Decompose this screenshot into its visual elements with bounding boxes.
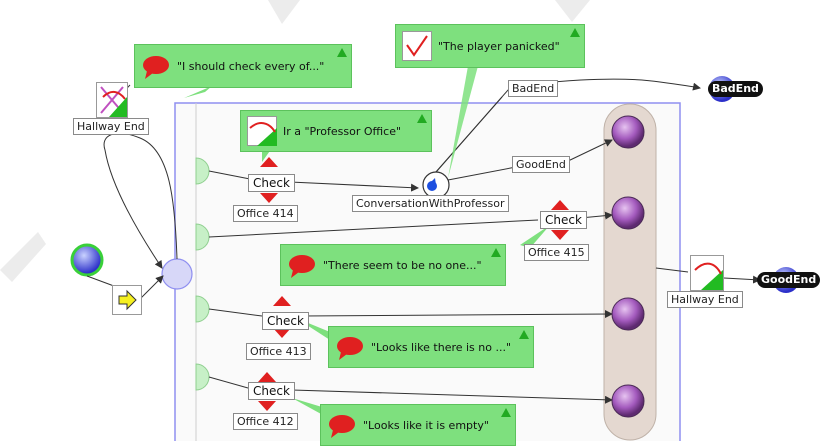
bubble-text: "Looks like there is no ..."	[371, 340, 512, 354]
bubble-text: "The player panicked"	[438, 39, 560, 53]
check-413[interactable]: Check	[262, 312, 309, 330]
door-icon	[247, 116, 277, 146]
speech-bubble-no-one[interactable]: "There seem to be no one..."	[280, 244, 506, 286]
office-415-label: Office 415	[524, 244, 589, 261]
hallway-end-icon[interactable]	[96, 82, 128, 118]
speech-bubble-panicked[interactable]: "The player panicked"	[395, 24, 585, 68]
speech-bubble-professor-office[interactable]: Ir a "Professor Office"	[240, 110, 432, 152]
check-arrows	[258, 157, 569, 411]
badend-edge-label: BadEnd	[508, 80, 559, 97]
start-arrow-icon[interactable]	[112, 285, 142, 315]
speech-icon	[143, 56, 169, 79]
goodend-node[interactable]: GoodEnd	[757, 272, 821, 288]
speech-icon	[329, 415, 355, 438]
entry-hub-node[interactable]	[161, 258, 193, 290]
decorative-shape	[0, 232, 46, 282]
conversation-label: ConversationWithProfessor	[352, 195, 509, 212]
exit-node-column	[603, 103, 657, 441]
check-414[interactable]: Check	[248, 174, 295, 192]
speech-icon	[289, 255, 315, 278]
bubble-text: "Looks like it is empty"	[363, 418, 489, 432]
exit-node-2[interactable]	[611, 196, 645, 230]
check-412[interactable]: Check	[248, 382, 295, 400]
decorative-shape	[555, 0, 590, 22]
left-port-nodes	[195, 157, 210, 391]
speech-bubble-check-every[interactable]: "I should check every of..."	[134, 44, 352, 88]
hallway-end-right-icon[interactable]	[690, 255, 724, 291]
bubble-text: Ir a "Professor Office"	[283, 124, 402, 138]
bubble-text: "I should check every of..."	[177, 59, 325, 73]
speech-icon	[337, 337, 363, 360]
goodend-edge-label: GoodEnd	[512, 156, 570, 173]
checkmark-icon	[402, 31, 432, 61]
exit-node-4[interactable]	[611, 384, 645, 418]
decorative-shape	[268, 0, 300, 24]
office-412-label: Office 412	[233, 413, 298, 430]
exit-node-3[interactable]	[611, 297, 645, 331]
badend-node[interactable]: BadEnd	[708, 81, 763, 97]
speech-bubble-looks-like-no[interactable]: "Looks like there is no ..."	[328, 326, 534, 368]
office-413-label: Office 413	[246, 343, 311, 360]
hallway-end-top-label: Hallway End	[73, 118, 149, 135]
start-node[interactable]	[70, 243, 104, 277]
office-414-label: Office 414	[233, 205, 298, 222]
exit-node-1[interactable]	[611, 115, 645, 149]
hallway-end-right-label: Hallway End	[667, 291, 743, 308]
check-415[interactable]: Check	[540, 211, 587, 229]
bubble-text: "There seem to be no one..."	[323, 258, 482, 272]
speech-bubble-empty[interactable]: "Looks like it is empty"	[320, 404, 516, 446]
